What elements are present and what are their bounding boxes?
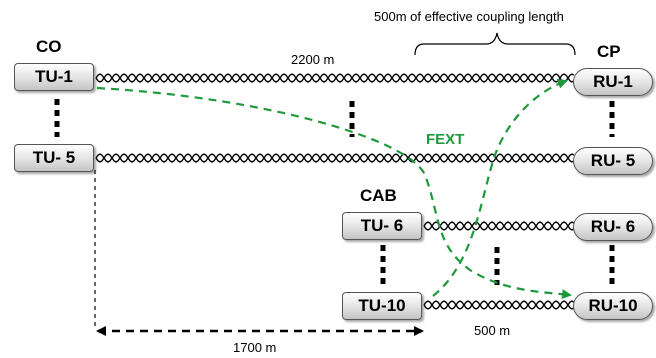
co-site-label: CO (36, 37, 62, 56)
coupling-brace (414, 32, 576, 56)
cab-cable-length-label: 500 m (474, 323, 511, 338)
fext-path-tu10-to-ru1 (432, 78, 568, 297)
cp-site-label: CP (597, 42, 621, 61)
twisted-pair-cable-5 (95, 153, 575, 163)
ru-10-box: RU-10 (573, 292, 653, 320)
tu-5-box: TU- 5 (14, 144, 94, 172)
tu-6-box: TU- 6 (342, 212, 422, 240)
main-cable-length-label: 2200 m (291, 52, 335, 67)
twisted-pair-cable-1 (95, 73, 575, 83)
tu-1-box: TU-1 (14, 63, 94, 91)
ru-5-box: RU- 5 (573, 147, 653, 175)
fext-label: FEXT (426, 131, 465, 148)
ru-6-box: RU- 6 (573, 213, 653, 241)
twisted-pair-cable-10 (423, 300, 575, 310)
co-to-cab-length-label: 1700 m (233, 340, 277, 355)
fext-path-tu1-to-ru10 (96, 86, 572, 300)
twisted-pair-cable-6 (423, 221, 575, 231)
tu-10-box: TU-10 (342, 292, 422, 320)
ru-1-box: RU-1 (573, 68, 653, 96)
cab-site-label: CAB (360, 186, 397, 205)
ellipsis-dots (54, 99, 615, 285)
coupling-length-label: 500m of effective coupling length (374, 9, 564, 24)
